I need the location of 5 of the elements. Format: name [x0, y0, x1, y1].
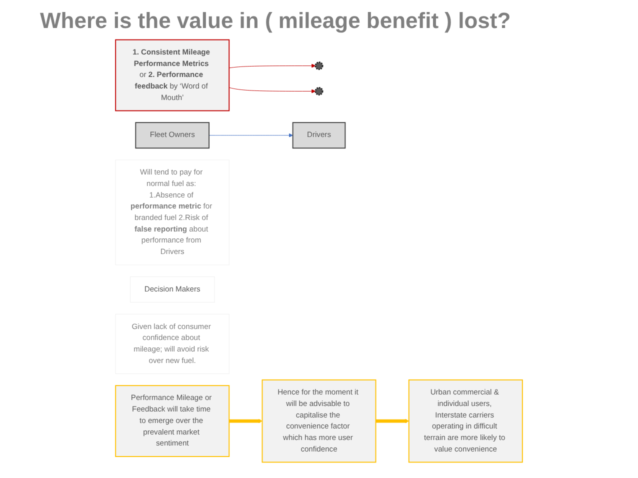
node-gear: [314, 86, 324, 96]
arrow: [376, 418, 410, 424]
slide-title: Where is the value in ( mileage benefit ) lost?: [39, 7, 512, 35]
node-gear: [314, 62, 324, 70]
arrow: [229, 418, 262, 424]
